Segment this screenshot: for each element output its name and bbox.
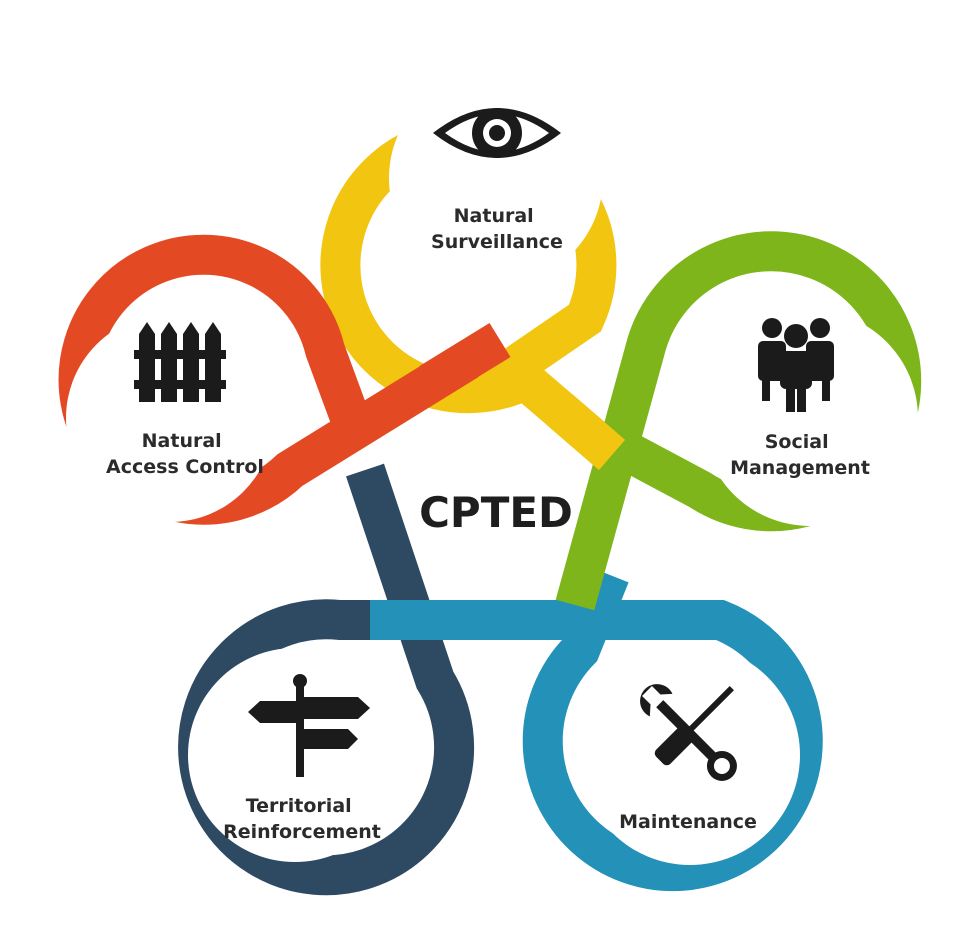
label-natural-surveillance: Natural Surveillance (431, 205, 563, 253)
wrench-screwdriver-icon (640, 684, 737, 781)
label-natural-access-control: Natural Access Control (106, 430, 264, 478)
label-line: Access Control (106, 456, 264, 478)
label-social-management: Social Management (730, 431, 870, 479)
label-line: Maintenance (619, 811, 757, 833)
label-territorial-reinforcement: Territorial Reinforcement (223, 795, 381, 843)
label-line: Reinforcement (223, 821, 381, 843)
label-line: Natural (454, 205, 534, 227)
label-line: Surveillance (431, 231, 563, 253)
weave-yellow-over-green (546, 394, 626, 471)
label-maintenance: Maintenance (619, 811, 757, 833)
signpost-icon (248, 674, 370, 777)
fence-icon (134, 322, 226, 402)
center-title: CPTED (419, 488, 573, 537)
label-line: Social (765, 431, 829, 453)
label-line: Management (730, 457, 870, 479)
loop-maintenance (385, 567, 823, 892)
weave-red-over-yellow (419, 322, 511, 401)
label-line: Territorial (246, 795, 352, 817)
people-group-icon (758, 318, 834, 412)
label-line: Natural (142, 430, 222, 452)
loop-territorial-reinforcement (178, 463, 545, 896)
eye-icon (433, 108, 561, 158)
